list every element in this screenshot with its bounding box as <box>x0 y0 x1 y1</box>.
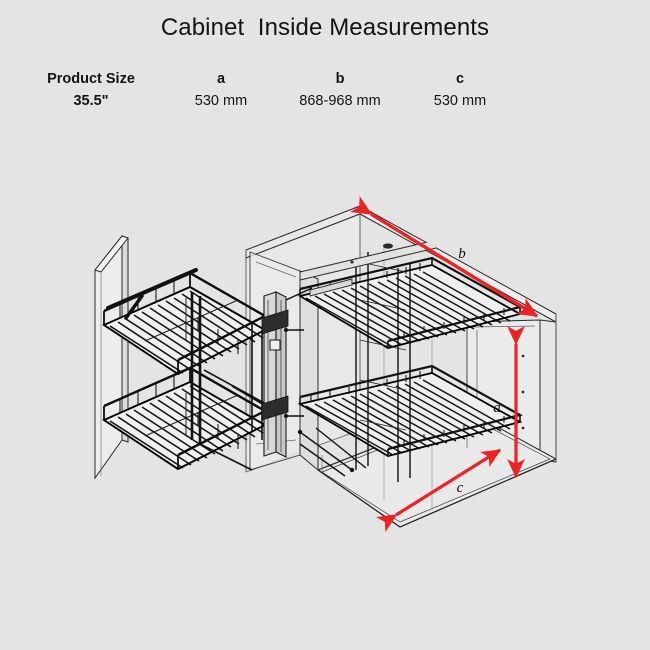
dimension-arrow-c <box>376 448 502 532</box>
header-c: c <box>455 71 465 87</box>
header-product-size: Product Size <box>47 71 135 87</box>
table-row: 35.5" 530 mm 868-968 mm 530 mm <box>16 90 516 112</box>
cell-product-size: 35.5" <box>73 93 109 109</box>
spec-table: Product Size a b c 35.5" 530 mm 868-968 … <box>16 68 516 112</box>
table-header-row: Product Size a b c <box>16 68 516 90</box>
dimension-label-a: a <box>493 400 501 416</box>
cabinet-door-panel <box>94 234 129 480</box>
header-a: a <box>216 71 226 87</box>
cell-b: 868-968 mm <box>299 93 381 109</box>
dimension-label-c: c <box>457 480 464 496</box>
page-title: Cabinet Inside Measurements <box>160 14 490 41</box>
dimension-annotations: b a c <box>349 196 539 532</box>
header-b: b <box>335 71 345 87</box>
dimension-label-b: b <box>458 246 466 262</box>
cell-c: 530 mm <box>433 93 487 109</box>
dimension-arrow-b <box>349 196 539 318</box>
carrier-mechanism <box>261 287 313 458</box>
cell-a: 530 mm <box>194 93 248 109</box>
